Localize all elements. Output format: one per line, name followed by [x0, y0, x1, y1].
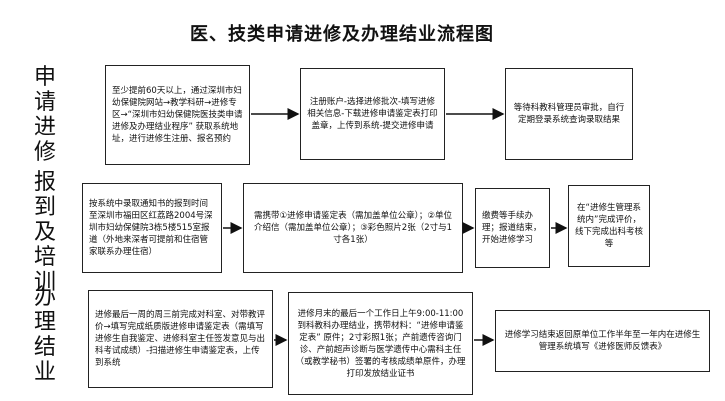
finish-step-1-box: 进修最后一周的周三前完成对科室、对带教评价→填写完成纸质版进修申请鉴定表（需填写… — [88, 290, 273, 388]
apply-step-2-box: 注册账户-选择进修批次-填写进修相关信息-下载进修申请鉴定表打印盖章，上传到系统… — [300, 68, 445, 160]
page-title: 医、技类申请进修及办理结业流程图 — [190, 24, 494, 45]
apply-step-3-text: 等待科教科管理员审批，自行定期登录系统查询录取结果 — [513, 103, 625, 125]
report-step-2-text: 需携带①进修申请鉴定表（需加盖单位公章）；②单位介绍信（需加盖单位公章）；③彩色… — [253, 211, 453, 245]
finish-step-1-text: 进修最后一周的周三前完成对科室、对带教评价→填写完成纸质版进修申请鉴定表（需填写… — [95, 310, 266, 368]
report-step-3-box: 缴费等手续办理；报道结束，开始进修学习 — [475, 188, 550, 268]
stage-label-apply: 申请进修 — [33, 65, 56, 165]
finish-step-3-text: 进修学习结束返回原单位工作半年至一年内在进修生管理系统填写《进修医师反馈表》 — [504, 330, 701, 352]
finish-step-2-box: 进修月末的最后一个工作日上午9:00-11:00到科教科办理结业，携带材料：“进… — [288, 292, 473, 395]
report-step-2-box: 需携带①进修申请鉴定表（需加盖单位公章）；②单位介绍信（需加盖单位公章）；③彩色… — [243, 183, 463, 273]
apply-step-1-box: 至少提前60天以上，通过深圳市妇幼保健院网站→教学科研→进修专区→“深圳市妇幼保… — [105, 65, 250, 165]
finish-step-3-box: 进修学习结束返回原单位工作半年至一年内在进修生管理系统填写《进修医师反馈表》 — [495, 310, 710, 372]
apply-step-3-box: 等待科教科管理员审批，自行定期登录系统查询录取结果 — [505, 68, 633, 160]
report-step-1-text: 按系统中录取通知书的报到时间至深圳市福田区红荔路2004号深圳市妇幼保健院3栋5… — [89, 199, 213, 257]
finish-step-2-text: 进修月末的最后一个工作日上午9:00-11:00到科教科办理结业，携带材料：“进… — [295, 308, 466, 379]
report-step-4-box: 在“进修生管理系统内”完成评价，线下完成出科考核等 — [568, 185, 650, 267]
apply-step-2-text: 注册账户-选择进修批次-填写进修相关信息-下载进修申请鉴定表打印盖章，上传到系统… — [307, 97, 438, 131]
report-step-4-text: 在“进修生管理系统内”完成评价，线下完成出科考核等 — [575, 203, 644, 249]
report-step-1-box: 按系统中录取通知书的报到时间至深圳市福田区红荔路2004号深圳市妇幼保健院3栋5… — [82, 183, 222, 273]
report-step-3-text: 缴费等手续办理；报道结束，开始进修学习 — [482, 211, 542, 245]
stage-label-finish: 办理结业 — [33, 285, 56, 385]
apply-step-1-text: 至少提前60天以上，通过深圳市妇幼保健院网站→教学科研→进修专区→“深圳市妇幼保… — [112, 86, 243, 144]
stage-label-report: 报到及培训 — [33, 170, 56, 295]
